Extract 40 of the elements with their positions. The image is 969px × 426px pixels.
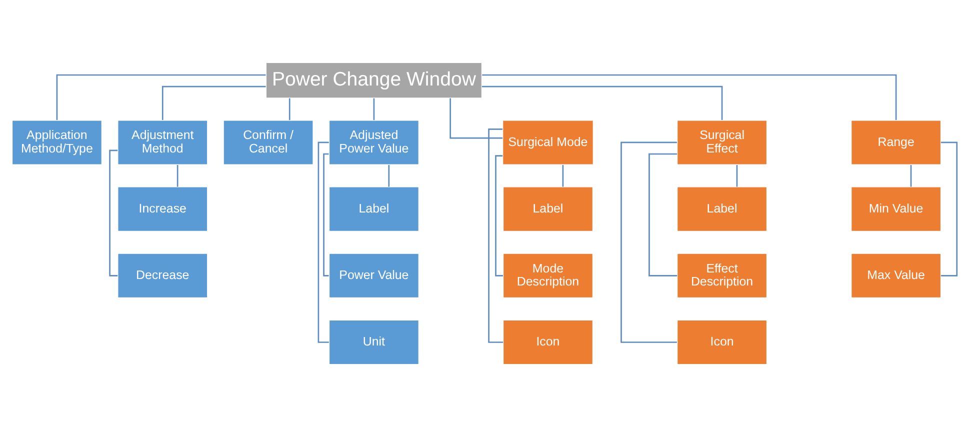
node-box: Label bbox=[328, 186, 420, 232]
node-box: Range bbox=[850, 119, 942, 165]
node-box: Power Change Window bbox=[266, 62, 482, 98]
node-box: Increase bbox=[117, 186, 208, 232]
node-box: Label bbox=[676, 186, 768, 232]
node-box: Adjustment Method bbox=[117, 119, 208, 165]
node-box: Max Value bbox=[850, 252, 942, 298]
node-box: Unit bbox=[328, 319, 420, 364]
connector bbox=[495, 154, 504, 276]
connector bbox=[318, 141, 329, 342]
node-box: Label bbox=[502, 186, 594, 232]
connector bbox=[562, 164, 564, 186]
connector bbox=[940, 141, 958, 276]
node-box: Mode Description bbox=[502, 252, 594, 298]
node-box: Icon bbox=[676, 319, 768, 364]
connector bbox=[176, 164, 178, 186]
node-box: Adjusted Power Value bbox=[328, 119, 420, 165]
connector bbox=[620, 141, 677, 342]
connector bbox=[373, 98, 375, 120]
node-box: Power Value bbox=[328, 252, 420, 298]
node-box: Effect Description bbox=[676, 252, 768, 298]
connector bbox=[450, 98, 503, 138]
connector bbox=[736, 164, 738, 186]
connector bbox=[162, 85, 266, 120]
connector bbox=[388, 164, 390, 186]
node-box: Icon bbox=[502, 319, 594, 364]
node-box: Surgical Effect bbox=[676, 119, 768, 165]
node-box: Confirm / Cancel bbox=[223, 119, 314, 165]
node-box: Application Method/Type bbox=[12, 119, 102, 165]
connector bbox=[648, 152, 678, 276]
connector bbox=[109, 149, 118, 276]
connector bbox=[482, 74, 897, 120]
node-box: Min Value bbox=[850, 186, 942, 232]
node-box: Decrease bbox=[117, 252, 208, 298]
connector bbox=[56, 74, 266, 120]
connector bbox=[482, 85, 723, 120]
node-box: Surgical Mode bbox=[502, 119, 594, 165]
connector bbox=[323, 152, 329, 276]
connector bbox=[288, 98, 290, 120]
connector bbox=[910, 164, 912, 186]
